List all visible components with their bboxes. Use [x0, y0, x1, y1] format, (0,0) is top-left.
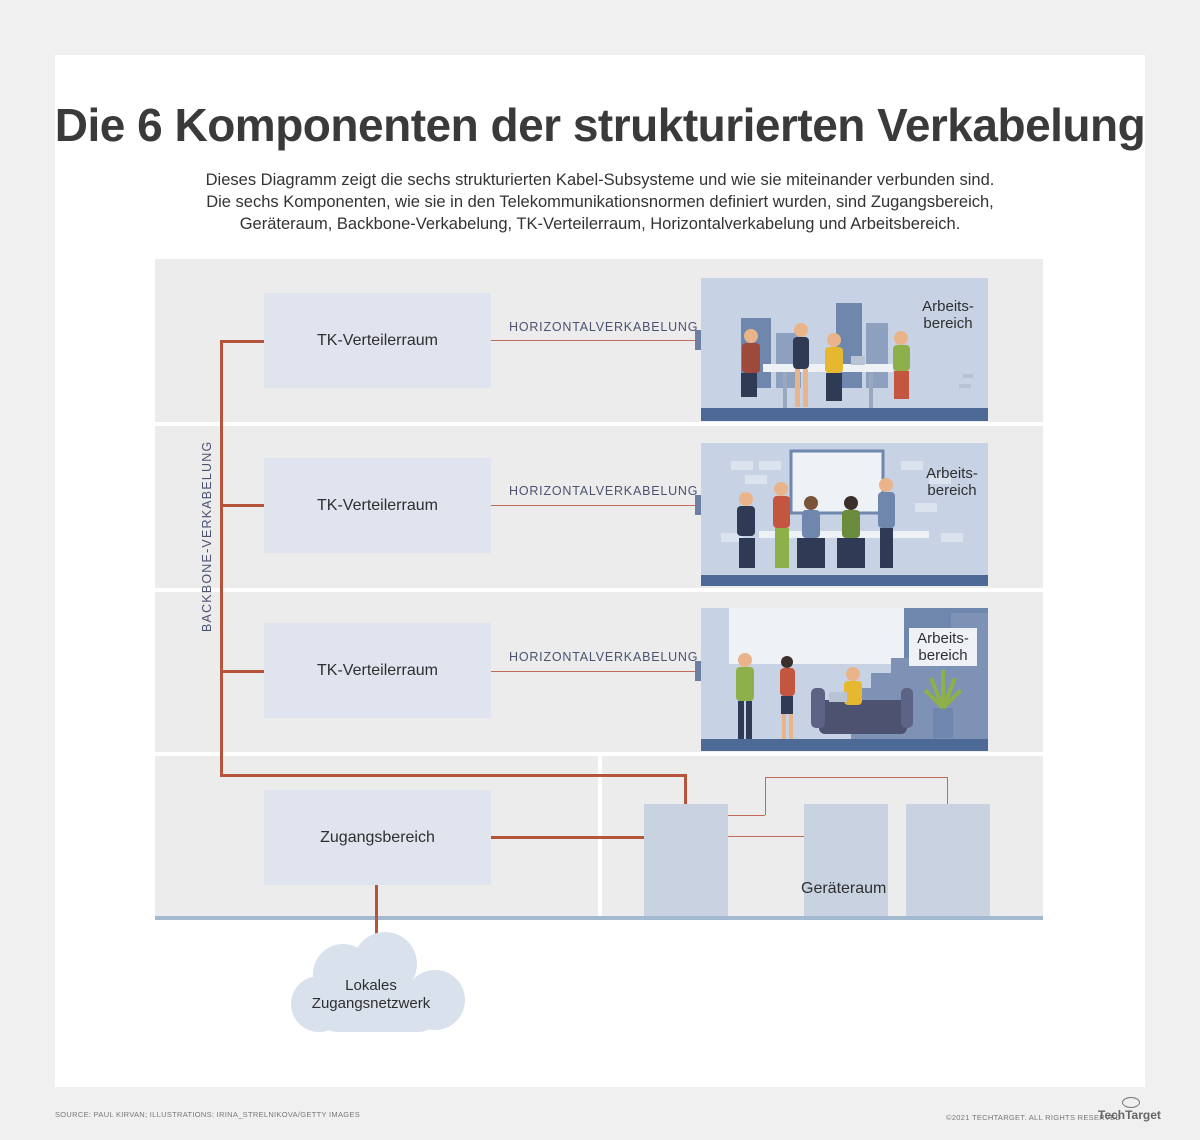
- horizontal-cable-1: [491, 340, 697, 341]
- telecom-room-3: TK-Verteilerraum: [264, 623, 491, 718]
- backbone-branch-1: [220, 340, 264, 343]
- brand-logo: TechTarget: [1098, 1108, 1161, 1122]
- source-credit: SOURCE: PAUL KIRVAN; ILLUSTRATIONS: IRIN…: [55, 1110, 361, 1119]
- backbone-cable: [220, 340, 223, 777]
- rack-link-b: [728, 815, 765, 816]
- rack-link-d: [765, 777, 948, 778]
- rack-link-e: [947, 777, 948, 804]
- equipment-room-label: Geräteraum: [801, 880, 887, 897]
- horizontal-cable-label-3: HORIZONTALVERKABELUNG: [509, 650, 699, 664]
- description-line: Dieses Diagramm zeigt die sechs struktur…: [205, 171, 995, 189]
- telecom-room-2: TK-Verteilerraum: [264, 458, 491, 553]
- cloud-label: Lokales Zugangsnetzwerk: [311, 977, 431, 1012]
- equipment-rack-2: [804, 804, 888, 916]
- horizontal-cable-2: [491, 505, 697, 506]
- work-area-presentation-illustration: Arbeits- bereich: [701, 443, 988, 586]
- outlet-3: [695, 661, 701, 681]
- horizontal-cable-3: [491, 671, 697, 672]
- horizontal-cable-label-2: HORIZONTALVERKABELUNG: [509, 484, 699, 498]
- copyright: ©2021 TECHTARGET. ALL RIGHTS RESERVED: [946, 1113, 1122, 1122]
- backbone-branch-2: [220, 504, 264, 507]
- horizontal-cable-label-1: HORIZONTALVERKABELUNG: [509, 320, 699, 334]
- backbone-label: BACKBONE-VERKABELUNG: [200, 440, 214, 632]
- work-area-label-2: Arbeits- bereich: [926, 465, 978, 499]
- equipment-rack-1: [644, 804, 728, 916]
- eye-logo-icon: [1122, 1097, 1140, 1108]
- ground-line: [155, 916, 1043, 920]
- entrance-facility: Zugangsbereich: [264, 790, 491, 885]
- entrance-to-equipment-cable: [491, 836, 644, 839]
- description-line: Die sechs Komponenten, wie sie in den Te…: [206, 193, 994, 211]
- work-area-label-1: Arbeits- bereich: [922, 298, 974, 332]
- equipment-rack-3: [906, 804, 990, 916]
- outlet-1: [695, 330, 701, 350]
- description-line: Geräteraum, Backbone-Verkabelung, TK-Ver…: [239, 215, 961, 233]
- backbone-drop: [684, 774, 687, 804]
- cloud-icon: [291, 932, 465, 1032]
- backbone-to-equipment: [220, 774, 687, 777]
- outlet-2: [695, 495, 701, 515]
- work-area-meeting-illustration: Arbeits- bereich: [701, 278, 988, 421]
- work-area-label-3: Arbeits- bereich: [909, 628, 977, 666]
- entrance-to-network-cable: [375, 885, 378, 945]
- work-area-lounge-illustration: Arbeits- bereich: [701, 608, 988, 751]
- backbone-branch-3: [220, 670, 264, 673]
- page-title: Die 6 Komponenten der strukturierten Ver…: [54, 99, 1146, 151]
- rack-link-a: [728, 836, 804, 837]
- telecom-room-1: TK-Verteilerraum: [264, 293, 491, 388]
- rack-link-c: [765, 777, 766, 815]
- description: Dieses Diagramm zeigt die sechs struktur…: [140, 169, 1060, 235]
